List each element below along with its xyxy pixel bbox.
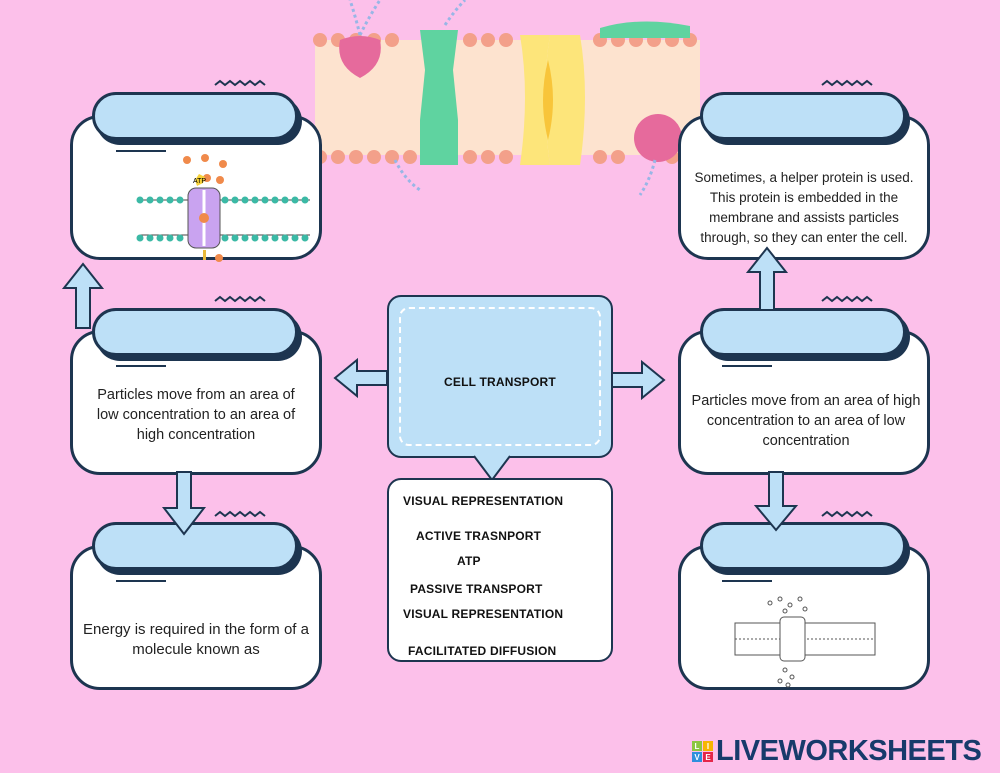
word-bank-item[interactable]: ATP: [457, 554, 481, 568]
word-bank-item[interactable]: ACTIVE TRASNPORT: [416, 529, 542, 543]
word-bank-item[interactable]: FACILITATED DIFFUSION: [408, 644, 557, 658]
active-transport-pump-icon: ATP: [136, 154, 310, 262]
word-bank-item[interactable]: VISUAL REPRESENTATION: [403, 494, 564, 508]
arrow-left-icon: [333, 357, 388, 399]
squiggle-icon: [821, 295, 873, 303]
logo-tile: L: [692, 741, 702, 751]
liveworksheets-logo: L I V E LIVEWORKSHEETS: [692, 735, 982, 768]
squiggle-icon: [821, 79, 873, 87]
squiggle-icon: [214, 295, 266, 303]
arrow-down-icon: [161, 471, 207, 536]
decor-lines: [722, 365, 772, 373]
arrow-up-icon: [745, 246, 789, 311]
facilitated-diffusion-icon: [734, 596, 876, 688]
word-bank-item[interactable]: PASSIVE TRANSPORT: [410, 582, 543, 596]
squiggle-icon: [214, 79, 266, 87]
answer-input-left-middle[interactable]: [92, 308, 298, 356]
atp-label: ATP: [193, 178, 206, 185]
decor-lines: [116, 580, 166, 588]
center-title-box: CELL TRANSPORT: [387, 295, 613, 458]
answer-input-left-top[interactable]: [92, 92, 298, 140]
word-bank-item[interactable]: VISUAL REPRESENTATION: [403, 607, 564, 621]
word-bank: VISUAL REPRESENTATION ACTIVE TRASNPORT A…: [387, 478, 613, 662]
answer-input-left-bottom[interactable]: [92, 522, 298, 570]
answer-input-right-middle[interactable]: [700, 308, 906, 356]
card-text: Energy is required in the form of a mole…: [83, 621, 309, 658]
logo-tile: E: [703, 752, 713, 762]
decor-lines: [722, 580, 772, 588]
cell-membrane-illustration: [313, 0, 700, 196]
arrow-up-icon: [61, 262, 105, 329]
logo-tiles-icon: L I V E: [692, 741, 713, 762]
card-text: Particles move from an area of low conce…: [96, 387, 296, 443]
card-text: Particles move from an area of high conc…: [691, 393, 921, 449]
logo-tile: V: [692, 752, 702, 762]
squiggle-icon: [821, 510, 873, 518]
center-title: CELL TRANSPORT: [444, 375, 556, 389]
answer-input-right-top[interactable]: [700, 92, 906, 140]
decor-lines: [116, 150, 166, 158]
decor-lines: [116, 365, 166, 373]
squiggle-icon: [214, 510, 266, 518]
logo-text: LIVEWORKSHEETS: [716, 735, 982, 767]
arrow-down-icon: [753, 471, 799, 532]
answer-input-right-bottom[interactable]: [700, 522, 906, 570]
card-text: Sometimes, a helper protein is used. Thi…: [694, 170, 914, 245]
logo-tile: I: [703, 741, 713, 751]
